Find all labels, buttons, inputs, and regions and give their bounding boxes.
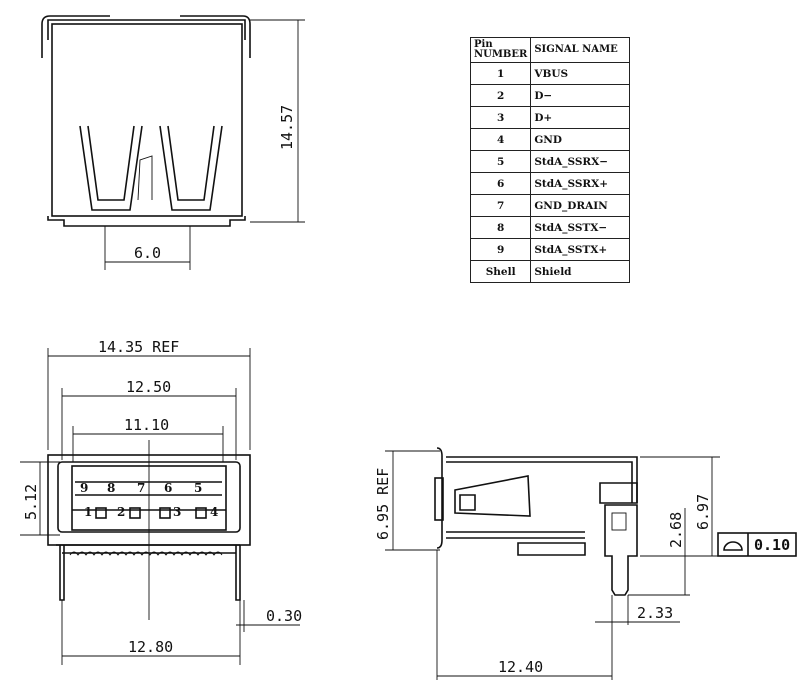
pin-label-3: 3 [173, 505, 181, 519]
table-header-row: Pin NUMBER SIGNAL NAME [469, 37, 631, 63]
flatness-tolerance: 0.10 [754, 536, 790, 554]
signal-name: StdA_SSRX− [530, 150, 631, 173]
overall-width-dim: 14.35 REF [98, 338, 179, 356]
side-view: 6.95 REF 6.97 2.68 2.33 12.40 0.10 [374, 447, 797, 680]
pin-label-7: 7 [137, 481, 145, 495]
pin-label-8: 8 [107, 481, 115, 495]
flatness-callout: 0.10 [717, 532, 797, 557]
pin-number: 5 [469, 150, 532, 173]
pin-pitch-dim: 6.0 [134, 244, 161, 262]
lead-offset-dim: 2.33 [637, 604, 673, 622]
signal-name: GND [530, 128, 631, 151]
pin-label-9: 9 [80, 481, 88, 495]
signal-name: StdA_SSTX− [530, 216, 631, 239]
height-ref-dim: 6.95 REF [374, 468, 392, 540]
front-view: 14.35 REF 12.50 11.10 5.12 12.80 0.30 9 … [20, 338, 302, 665]
signal-name: GND_DRAIN [530, 194, 631, 217]
pin-number: 9 [469, 238, 532, 261]
pin-number: 4 [469, 128, 532, 151]
lead-length-dim: 2.68 [667, 512, 685, 548]
pin-number: 8 [469, 216, 532, 239]
pin-label-2: 2 [117, 505, 125, 519]
lead-thickness-dim: 0.30 [266, 607, 302, 625]
height-dim: 5.12 [22, 484, 40, 520]
signal-name-header: SIGNAL NAME [530, 37, 631, 63]
signal-name: Shield [530, 260, 631, 283]
pin-number: 6 [469, 172, 532, 195]
pin-number: 3 [469, 106, 532, 129]
pin-number: 1 [469, 62, 532, 85]
pin-label-4: 4 [210, 505, 218, 519]
shell-width-dim: 12.50 [126, 378, 171, 396]
signal-name: VBUS [530, 62, 631, 85]
pin-number: 2 [469, 84, 532, 107]
top-view: 6.0 14.57 [41, 15, 305, 270]
pin-number: 7 [469, 194, 532, 217]
pin-number: Shell [469, 260, 532, 283]
pin-label-1: 1 [84, 505, 92, 519]
depth-dim: 12.40 [498, 658, 543, 676]
profile-of-surface-icon [723, 541, 743, 551]
pin-number-header: Pin NUMBER [469, 37, 532, 63]
overall-height-dim: 6.97 [694, 494, 712, 530]
signal-name: StdA_SSRX+ [530, 172, 631, 195]
signal-name: D+ [530, 106, 631, 129]
lead-span-dim: 12.80 [128, 638, 173, 656]
height-dim: 14.57 [278, 105, 296, 150]
pin-label-5: 5 [194, 481, 202, 495]
opening-width-dim: 11.10 [124, 416, 169, 434]
signal-name: StdA_SSTX+ [530, 238, 631, 261]
signal-name: D− [530, 84, 631, 107]
pin-label-6: 6 [164, 481, 172, 495]
